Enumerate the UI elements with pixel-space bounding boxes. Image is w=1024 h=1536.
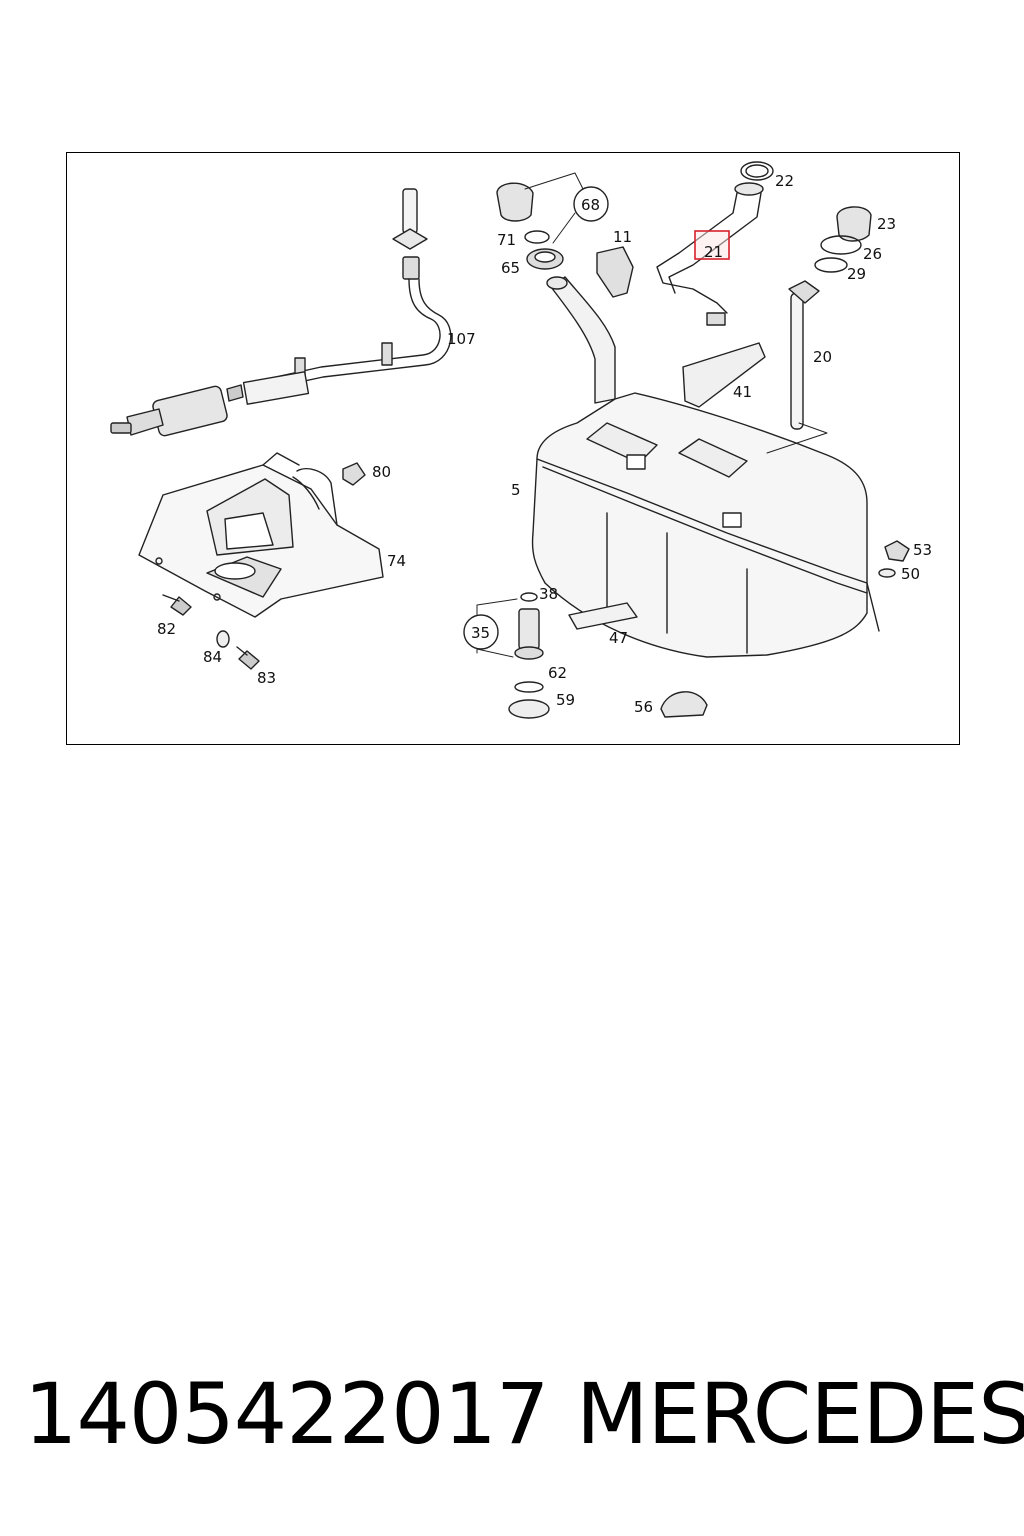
drain-and-misc-parts (508, 540, 910, 719)
part-label-107: 107 (447, 330, 476, 348)
label-circle-68 (573, 186, 609, 222)
part-label-38: 38 (539, 585, 558, 603)
part-label-68: 68 (581, 196, 600, 214)
part-label-11: 11 (613, 228, 632, 246)
part-label-20: 20 (813, 348, 832, 366)
part-label-74: 74 (387, 552, 406, 570)
fuel-line-assembly (110, 188, 452, 437)
part-label-22: 22 (775, 172, 794, 190)
part-number: 1405422017 (24, 1365, 549, 1463)
part-label-80: 80 (372, 463, 391, 481)
highlight-box-part-21 (694, 230, 730, 260)
part-label-29: 29 (847, 265, 866, 283)
part-label-41: 41 (733, 383, 752, 401)
part-label-47: 47 (609, 629, 628, 647)
fuel-tank-exploded-diagram: 107 80 74 82 84 83 68 71 65 11 22 21 23 … (110, 161, 932, 719)
part-label-21: 21 (704, 243, 723, 261)
part-labels: 107 80 74 82 84 83 68 71 65 11 22 21 23 … (157, 172, 932, 716)
fasteners-left (162, 462, 366, 670)
part-label-84: 84 (203, 648, 222, 666)
part-label-26: 26 (863, 245, 882, 263)
diagram-frame: 107 80 74 82 84 83 68 71 65 11 22 21 23 … (66, 152, 960, 745)
part-label-62: 62 (548, 664, 567, 682)
part-label-56: 56 (634, 698, 653, 716)
brand-name: MERCEDES (576, 1365, 1024, 1463)
part-label-5: 5 (511, 481, 521, 499)
part-label-59: 59 (556, 691, 575, 709)
part-label-65: 65 (501, 259, 520, 277)
part-label-83: 83 (257, 669, 276, 687)
part-label-23: 23 (877, 215, 896, 233)
seals-and-caps (496, 182, 872, 430)
label-circle-35 (463, 614, 499, 650)
part-label-82: 82 (157, 620, 176, 638)
part-label-53: 53 (913, 541, 932, 559)
fuel-level-sender-21 (656, 161, 774, 326)
part-label-50: 50 (901, 565, 920, 583)
part-label-35: 35 (471, 624, 490, 642)
part-label-71: 71 (497, 231, 516, 249)
tank-bracket (138, 452, 384, 618)
fuel-tank (531, 276, 880, 658)
